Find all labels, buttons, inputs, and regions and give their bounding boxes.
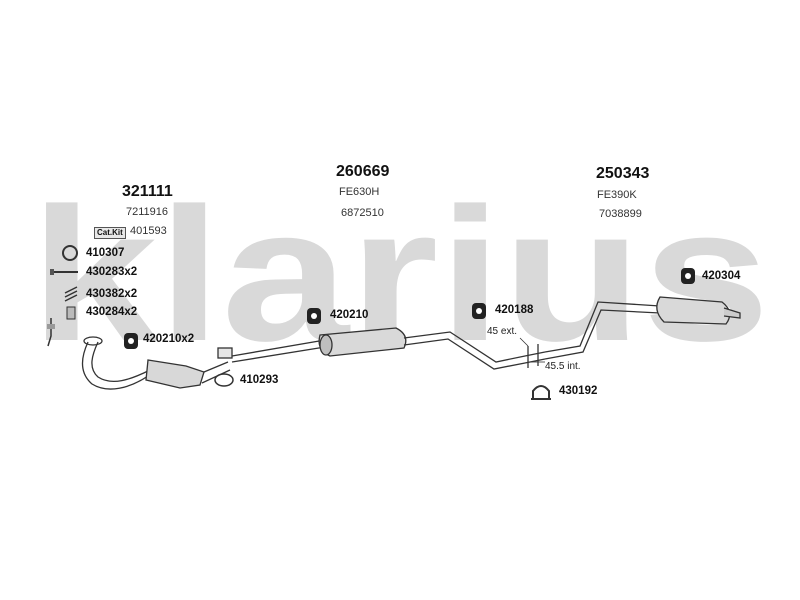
clamp-icon: [531, 385, 551, 400]
rubber-mount-icon: [472, 303, 486, 319]
rubber-mount-icon: [681, 268, 695, 284]
catalytic-converter: [145, 359, 205, 389]
rubber-mount-icon: [307, 308, 321, 324]
fitting-420304: 420304: [702, 270, 741, 282]
cat-kit-number: 401593: [130, 225, 167, 237]
fitting-420210x2: 420210x2: [143, 333, 195, 345]
rubber-mount-icon: [124, 333, 138, 349]
code-fe390k: FE390K: [597, 189, 637, 201]
fitting-410307: 410307: [86, 247, 125, 259]
intermediate-pipe: [403, 331, 546, 363]
part-number-260669: 260669: [336, 163, 390, 180]
fitting-420188: 420188: [495, 304, 534, 316]
spring-icon: [64, 286, 78, 302]
part-number-321111: 321111: [122, 183, 173, 200]
fitting-430382: 430382x2: [86, 288, 138, 300]
lambda-sensor-icon: [47, 318, 55, 347]
dimension-ext: 45 ext.: [487, 326, 518, 337]
fitting-410293: 410293: [240, 374, 279, 386]
mid-flange: [217, 347, 233, 359]
fitting-430283: 430283x2: [86, 266, 138, 278]
fitting-430192: 430192: [559, 385, 598, 397]
ref-6872510: 6872510: [341, 207, 384, 219]
cat-kit-badge: Cat.Kit: [94, 227, 126, 239]
stud-bolt-icon: [50, 269, 78, 275]
ref-7038899: 7038899: [599, 208, 642, 220]
rear-silencer: [656, 296, 731, 325]
fitting-430284: 430284x2: [86, 306, 138, 318]
front-flange: [83, 336, 103, 346]
gasket-ring-icon: [62, 245, 78, 261]
ref-7211916: 7211916: [126, 206, 169, 218]
nut-icon: [66, 306, 76, 320]
gasket-oval-icon: [214, 373, 234, 387]
fitting-420210: 420210: [330, 309, 369, 321]
middle-pipe: [231, 339, 326, 357]
part-number-250343: 250343: [596, 165, 650, 182]
dimension-int: 45.5 int.: [545, 361, 581, 372]
front-pipe: [81, 341, 149, 390]
tail-pipe: [544, 301, 661, 353]
code-fe630h: FE630H: [339, 186, 380, 198]
